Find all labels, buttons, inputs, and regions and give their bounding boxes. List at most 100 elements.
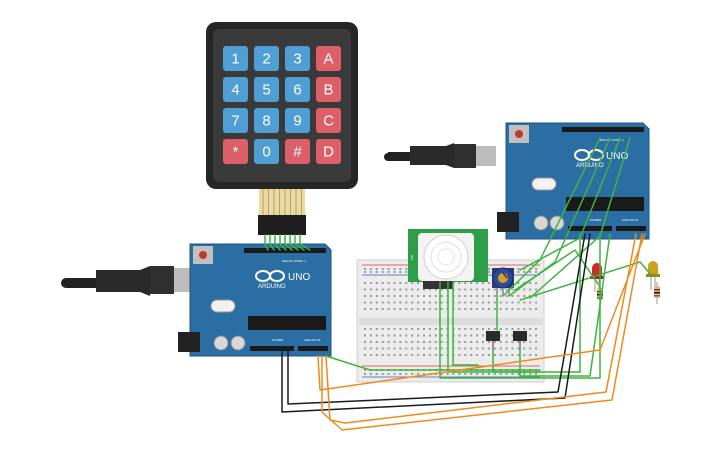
keypad-key[interactable]: 8: [254, 108, 279, 133]
breadboard-hole: [364, 271, 366, 273]
breadboard-hole: [523, 373, 526, 375]
arduino-left[interactable]: ARDUINO UNO DIGITAL (PWM ~) POWER ANALOG…: [178, 243, 332, 357]
breadboard-hole: [375, 328, 378, 330]
breadboard-hole: [493, 341, 496, 343]
breadboard-hole: [470, 295, 473, 297]
breadboard-hole: [464, 308, 467, 310]
keypad-key-face[interactable]: [223, 108, 248, 133]
keypad-key-face[interactable]: [285, 139, 310, 164]
keypad-key-face[interactable]: [223, 46, 248, 71]
breadboard-hole: [428, 328, 431, 330]
breadboard-hole: [493, 354, 496, 356]
breadboard-hole: [529, 341, 532, 343]
breadboard-hole: [505, 301, 508, 304]
breadboard-hole: [440, 341, 443, 343]
breadboard-hole: [440, 373, 443, 375]
keypad-key-label: A: [323, 51, 333, 68]
keypad-key-face[interactable]: [285, 46, 310, 71]
arduino-right[interactable]: ARDUINO UNO DIGITAL (PWM ~) POWER ANALOG…: [497, 122, 650, 240]
breadboard-hole: [423, 301, 425, 304]
breadboard-hole: [505, 354, 508, 356]
breadboard-hole: [375, 295, 378, 297]
breadboard-hole: [375, 334, 378, 337]
breadboard-hole: [381, 288, 384, 291]
ribbon-lines: [262, 189, 302, 216]
breadboard-hole: [470, 282, 473, 284]
keypad-key-face[interactable]: [254, 108, 279, 133]
brand-label-left: ARDUINO: [258, 284, 286, 290]
keypad-key-face[interactable]: [254, 46, 279, 71]
pushbutton-2[interactable]: [513, 331, 527, 350]
breadboard-hole: [482, 347, 484, 350]
keypad-key[interactable]: 2: [254, 46, 279, 71]
breadboard-hole: [411, 295, 414, 297]
breadboard-hole: [369, 354, 372, 356]
breadboard-hole: [417, 373, 420, 375]
breadboard-hole: [423, 347, 425, 350]
keypad-key[interactable]: 4: [223, 77, 248, 102]
keypad-key-face[interactable]: [316, 46, 341, 71]
keypad-key[interactable]: 6: [285, 77, 310, 102]
breadboard-hole: [369, 282, 372, 284]
breadboard-hole: [381, 308, 384, 310]
reset-button-right[interactable]: [515, 130, 523, 138]
breadboard-hole: [428, 308, 431, 310]
keypad-key-face[interactable]: [316, 108, 341, 133]
keypad-key[interactable]: 3: [285, 46, 310, 71]
breadboard-hole: [405, 268, 408, 270]
breadboard-hole: [399, 282, 402, 284]
breadboard-hole: [458, 334, 461, 337]
breadboard-hole: [535, 328, 538, 330]
keypad-key-face[interactable]: [223, 139, 248, 164]
breadboard-hole: [458, 308, 461, 310]
breadboard-hole: [369, 288, 372, 291]
breadboard-hole: [387, 295, 390, 297]
keypad-key-face[interactable]: [316, 139, 341, 164]
keypad-key-face[interactable]: [285, 108, 310, 133]
analog-label-right: ANALOG IN: [622, 218, 638, 222]
keypad-key-face[interactable]: [254, 139, 279, 164]
breadboard-hole: [411, 341, 414, 343]
potentiometer[interactable]: [492, 267, 514, 296]
led-yellow[interactable]: [646, 261, 660, 290]
keypad-key-face[interactable]: [316, 77, 341, 102]
breadboard-hole: [364, 369, 366, 371]
breadboard-hole: [523, 295, 526, 297]
keypad-key-face[interactable]: [223, 77, 248, 102]
breadboard-hole: [364, 295, 366, 297]
breadboard-hole: [476, 301, 479, 304]
pir-sensor[interactable]: PIR: [408, 229, 488, 289]
breadboard-hole: [482, 308, 484, 310]
keypad-key[interactable]: D: [316, 139, 341, 164]
keypad-key[interactable]: 5: [254, 77, 279, 102]
reset-button-left[interactable]: [199, 251, 207, 259]
breadboard-hole: [523, 354, 526, 356]
keypad-key[interactable]: 7: [223, 108, 248, 133]
breadboard-hole: [428, 334, 431, 337]
keypad-key-face[interactable]: [254, 77, 279, 102]
breadboard-hole: [529, 373, 532, 375]
keypad-key-face[interactable]: [285, 77, 310, 102]
keypad-key[interactable]: B: [316, 77, 341, 102]
pushbutton-1[interactable]: [486, 331, 500, 350]
keypad-key[interactable]: C: [316, 108, 341, 133]
breadboard-hole: [393, 334, 396, 337]
keypad-key[interactable]: A: [316, 46, 341, 71]
breadboard-hole: [364, 341, 366, 343]
keypad-key[interactable]: 0: [254, 139, 279, 164]
keypad-key[interactable]: 9: [285, 108, 310, 133]
breadboard-hole: [411, 308, 414, 310]
keypad-key-label: D: [323, 144, 334, 161]
breadboard-hole: [535, 341, 538, 343]
breadboard-hole: [375, 341, 378, 343]
keypad-key[interactable]: *: [223, 139, 248, 164]
breadboard-hole: [411, 328, 414, 330]
breadboard-hole: [393, 341, 396, 343]
breadboard-hole: [440, 328, 443, 330]
breadboard-hole: [369, 301, 372, 304]
breadboard-hole: [499, 334, 502, 337]
keypad-key[interactable]: #: [285, 139, 310, 164]
keypad-key[interactable]: 1: [223, 46, 248, 71]
